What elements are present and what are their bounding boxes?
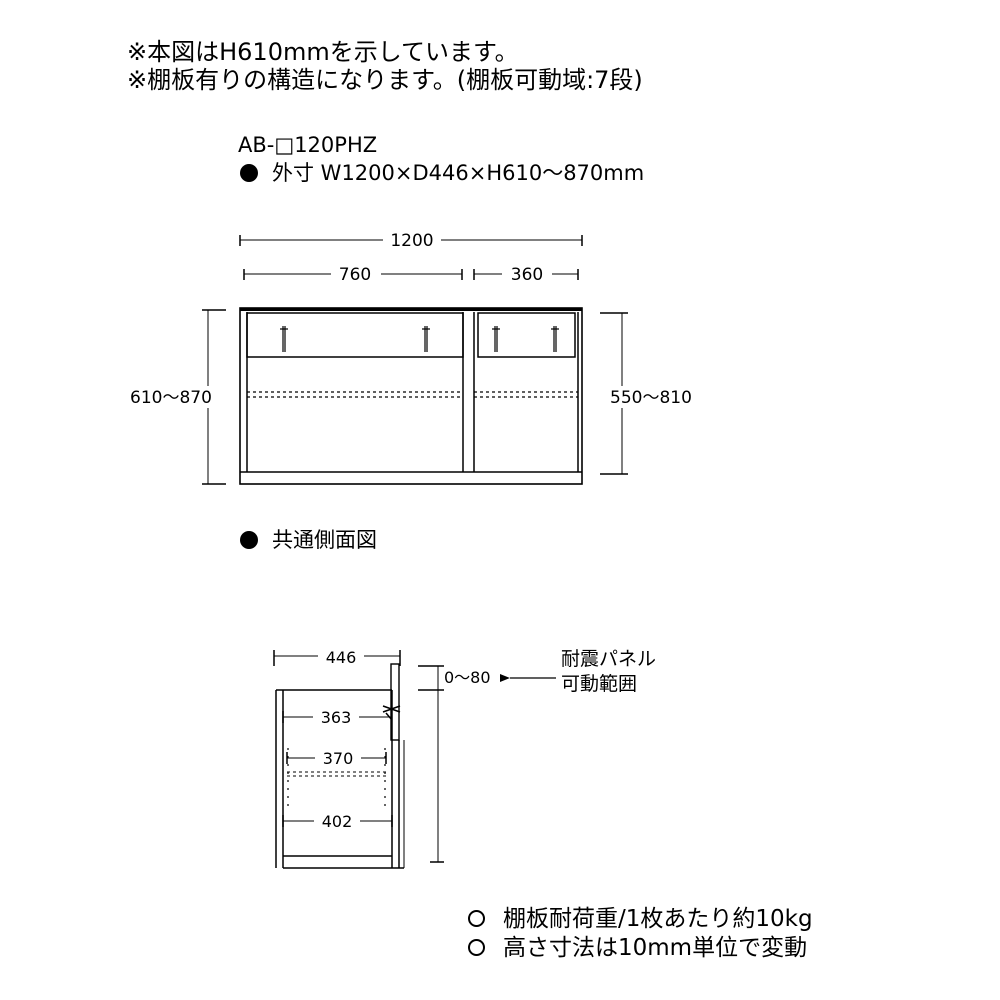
footnote-height-text: 高さ寸法は10mm単位で変動 xyxy=(503,935,808,961)
note-shelf: ※棚板有りの構造になります。(棚板可動域:7段) xyxy=(127,66,643,94)
footnote-load-text: 棚板耐荷重/1枚あたり約10kg xyxy=(503,906,813,932)
dim-panel-range xyxy=(418,665,444,863)
front-drawer-left xyxy=(246,312,464,358)
bullet-disc-icon xyxy=(240,531,258,549)
footnote-load: 棚板耐荷重/1枚あたり約10kg xyxy=(468,908,813,931)
label-depth: 446 xyxy=(326,648,357,667)
label-inner-370: 370 xyxy=(323,749,354,768)
footnote-height: 高さ寸法は10mm単位で変動 xyxy=(468,937,807,960)
front-view xyxy=(202,235,628,485)
bullet-disc-icon xyxy=(240,164,258,182)
panel-fastener-icon xyxy=(382,705,401,721)
drawer-handle-icon xyxy=(280,326,559,352)
front-cabinet-outline xyxy=(239,307,583,485)
side-view xyxy=(273,650,556,869)
label-inner-363: 363 xyxy=(321,708,352,727)
label-left-width: 760 xyxy=(339,265,371,285)
label-inner-402: 402 xyxy=(322,812,353,831)
note-height: ※本図はH610mmを示しています。 xyxy=(127,38,519,66)
label-seismic-panel: 耐震パネル xyxy=(561,648,656,670)
side-shelf-dashed xyxy=(287,771,386,777)
outer-dimensions-heading: 外寸 W1200×D446×H610〜870mm xyxy=(240,163,644,184)
label-right-height: 550〜810 xyxy=(610,388,692,408)
seismic-panel xyxy=(390,663,400,741)
side-view-title: 共通側面図 xyxy=(272,528,377,552)
label-total-width: 1200 xyxy=(390,231,433,251)
label-right-width: 360 xyxy=(511,265,543,285)
outer-dimensions-text: 外寸 W1200×D446×H610〜870mm xyxy=(272,161,645,185)
label-left-height: 610〜870 xyxy=(130,388,212,408)
front-drawer-right xyxy=(477,312,576,358)
label-movable-range: 可動範囲 xyxy=(561,673,637,695)
model-number: AB-□120PHZ xyxy=(238,133,378,157)
bullet-ring-icon xyxy=(468,910,485,927)
bullet-ring-icon xyxy=(468,939,485,956)
side-view-heading: 共通側面図 xyxy=(240,530,377,551)
label-panel-range: 0〜80 xyxy=(444,668,491,687)
shelf-pin-holes-icon xyxy=(287,748,386,808)
front-shelf-dashed xyxy=(247,391,578,398)
